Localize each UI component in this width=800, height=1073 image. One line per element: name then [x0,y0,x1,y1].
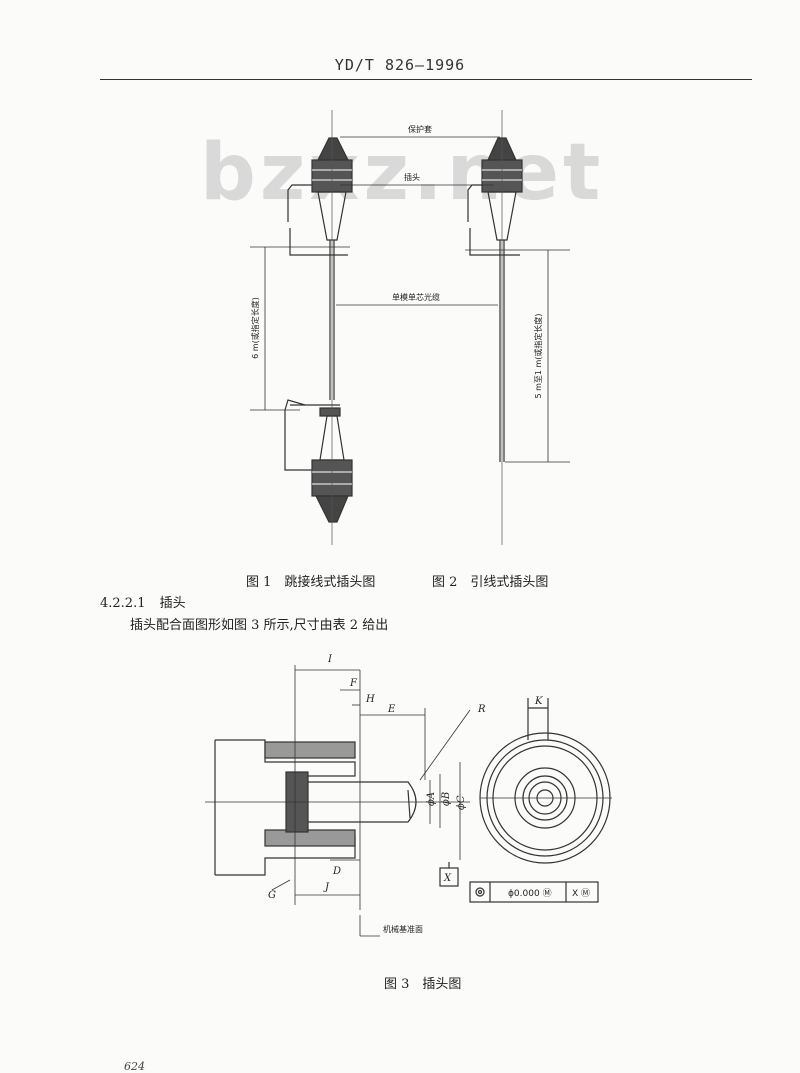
figure-1-caption: 图 1 跳接线式插头图 [246,575,376,590]
dim-F: F [349,678,358,689]
dim-phi-C: ϕC [456,795,467,810]
tolerance-ref: X Ⓜ [572,888,590,899]
fig2-connector [467,137,523,462]
label-cable: 单模单芯光缆 [392,292,440,302]
fig1-bottom-connector [284,399,353,523]
section-number: 4.2.2.1 [100,596,146,611]
section-title: 插头 [159,596,186,611]
section-heading: 4.2.2.1 插头 [100,592,186,611]
standard-code-header: YD/T 826—1996 [334,56,466,74]
dim-E: E [387,704,396,715]
label-plug: 插头 [404,172,420,182]
fig1-top-connector [287,137,353,400]
end-view [479,698,611,864]
figure-2-caption: 图 2 引线式插头图 [432,575,549,590]
dim-right-length: 5 m至1 m(或指定长度) [533,313,543,398]
figure-3-drawing: I F H E R K ϕA ϕB ϕC G J D X ϕ0.000 Ⓜ X … [205,654,612,937]
figure-3-caption: 图 3 插头图 [384,977,462,992]
label-boot: 保护套 [408,124,432,134]
watermark: bzxz.net [200,128,605,218]
dim-J: J [323,882,330,893]
dim-left-length: 6 m(或指定长度) [250,297,260,359]
section-body: 插头配合面图形如图 3 所示,尺寸由表 2 给出 [130,618,389,633]
dim-phi-B: ϕB [441,792,452,806]
dim-phi-A: ϕA [426,792,437,806]
page-number: 624 [124,1060,145,1073]
dim-R: R [477,704,486,715]
mechanical-reference: 机械基准面 [383,924,423,934]
header-rule [100,79,752,80]
dim-I: I [327,654,333,665]
datum-X: X [443,873,452,884]
dim-H: H [365,694,375,705]
tolerance-value: ϕ0.000 Ⓜ [508,888,552,899]
figure-1-2-drawing: 保护套 插头 单模单芯光缆 6 m(或指定长度) 5 m至1 m(或指定长度) [250,110,570,545]
dim-D: D [332,866,341,877]
dim-K: K [534,696,543,707]
dim-G: G [268,890,276,901]
